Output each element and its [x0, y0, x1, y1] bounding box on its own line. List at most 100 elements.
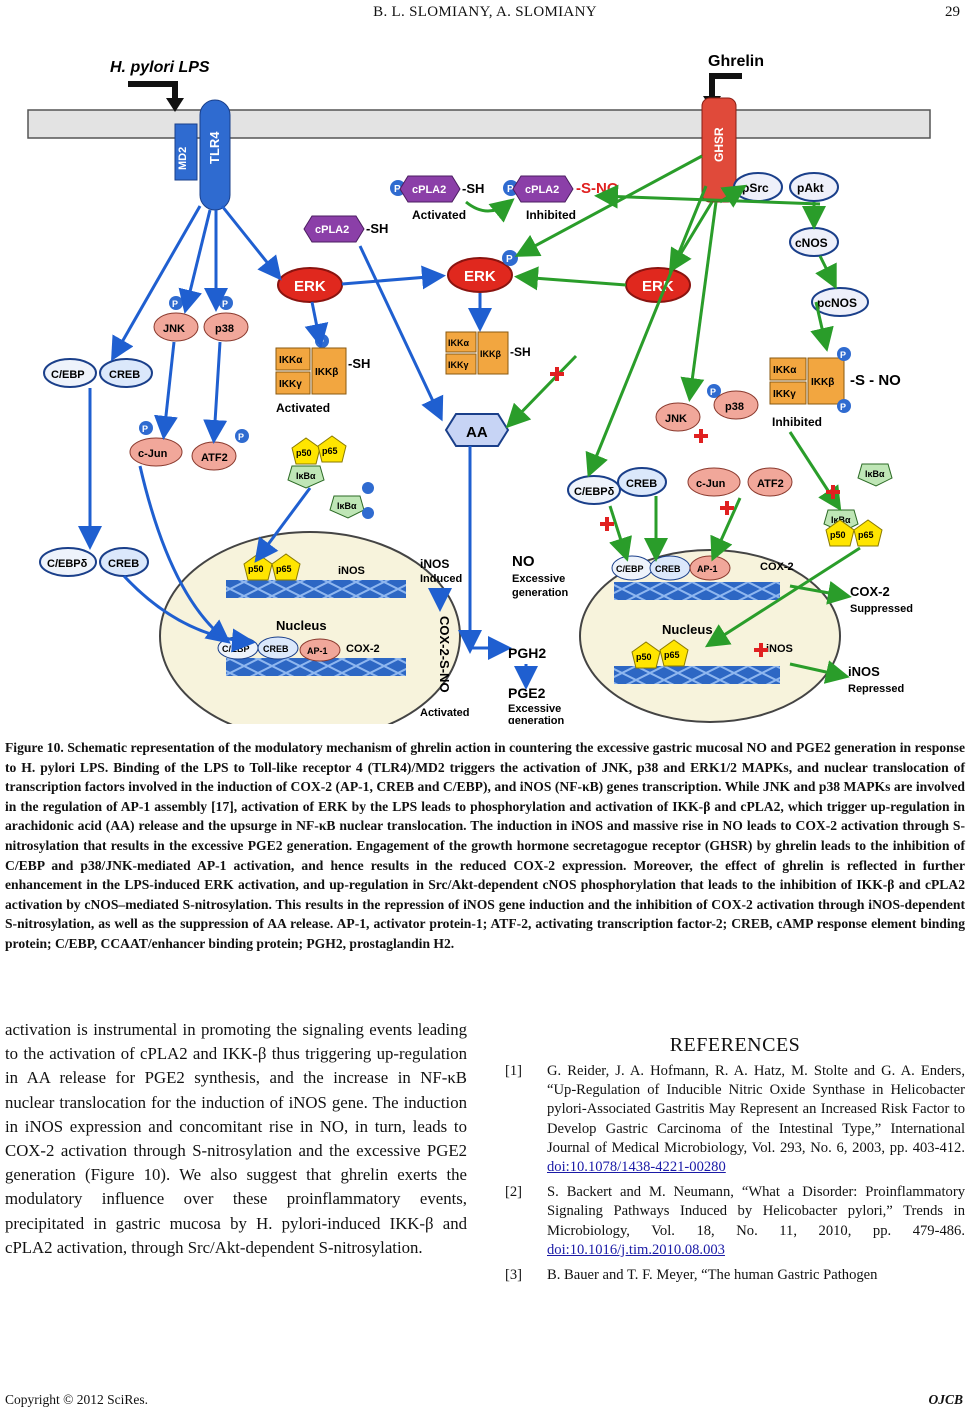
svg-text:cNOS: cNOS: [795, 236, 828, 250]
svg-text:JNK: JNK: [163, 323, 185, 335]
svg-text:COX-2: COX-2: [346, 643, 380, 655]
svg-text:C/EBPδ: C/EBPδ: [574, 486, 615, 498]
ikkb-left: [311, 347, 347, 395]
pcnos-node: [811, 287, 869, 317]
svg-text:Activated: Activated: [276, 401, 330, 415]
p65-right: [853, 519, 883, 547]
svg-text:pSrc: pSrc: [742, 181, 769, 195]
ghsr-label: GHSR: [712, 127, 726, 162]
svg-text:P: P: [840, 350, 846, 360]
cell-membrane: [27, 109, 931, 139]
svg-text:iNOS: iNOS: [766, 643, 793, 655]
ghrelin-arrow: [709, 73, 742, 102]
svg-text:p65: p65: [276, 564, 292, 574]
svg-text:cPLA2: cPLA2: [412, 184, 446, 196]
svg-text:IκBα: IκBα: [296, 471, 316, 481]
svg-text:Induced: Induced: [420, 573, 462, 585]
svg-text:c-Jun: c-Jun: [138, 448, 168, 460]
md2-receptor: [174, 123, 198, 181]
svg-text:IKKβ: IKKβ: [811, 377, 834, 388]
svg-text:p38: p38: [725, 401, 744, 413]
body-paragraph: activation is instrumental in promoting …: [5, 1020, 467, 1257]
figure-10-diagram: H. pylori LPS MD2 TLR4 Ghrelin GHSR P cP…: [20, 36, 950, 741]
s-no-label: -S-NO: [576, 180, 619, 197]
doi-link[interactable]: doi:10.1078/1438-4221-00280: [547, 1159, 726, 1176]
cebp-left: [43, 358, 97, 388]
svg-text:-SH: -SH: [366, 221, 388, 236]
svg-text:Activated: Activated: [420, 707, 470, 719]
references-list: [1] G. Reider, J. A. Hofmann, R. A. Hatz…: [505, 1062, 965, 1291]
svg-text:cPLA2: cPLA2: [525, 184, 559, 196]
journal-abbrev: OJCB: [928, 1392, 963, 1407]
ikka-center: [445, 331, 477, 353]
lps-arrow: [128, 81, 178, 104]
svg-text:ATF2: ATF2: [201, 452, 228, 464]
svg-text:c-Jun: c-Jun: [696, 478, 726, 490]
ikkg-right: [769, 381, 807, 405]
svg-text:IκBα: IκBα: [337, 501, 357, 511]
svg-text:IκBα: IκBα: [865, 469, 885, 479]
cjun-right: [687, 467, 741, 497]
ikba-left: [287, 465, 325, 489]
svg-text:pcNOS: pcNOS: [817, 296, 857, 310]
inhibition-marks: [550, 367, 840, 657]
p50-left: [291, 437, 321, 465]
svg-text:CREB: CREB: [263, 644, 289, 654]
tlr4-label: TLR4: [207, 131, 222, 164]
svg-text:IKKγ: IKKγ: [448, 360, 469, 370]
p50-right: [825, 519, 855, 547]
svg-text:p50: p50: [296, 448, 312, 458]
svg-text:CREB: CREB: [109, 369, 140, 381]
svg-text:P: P: [710, 387, 716, 397]
svg-text:ERK: ERK: [294, 278, 326, 295]
svg-text:COX-2: COX-2: [760, 561, 794, 573]
svg-text:pAkt: pAkt: [797, 181, 824, 195]
svg-text:IKKγ: IKKγ: [773, 389, 796, 400]
svg-text:Nucleus: Nucleus: [276, 618, 327, 633]
svg-text:Inhibited: Inhibited: [526, 208, 576, 222]
cebpd-left: [39, 547, 97, 577]
svg-text:Excessive: Excessive: [512, 573, 565, 585]
svg-text:CREB: CREB: [108, 558, 139, 570]
svg-text:generation: generation: [512, 587, 569, 599]
p38-left: [203, 312, 249, 342]
running-title: B. L. SLOMIANY, A. SLOMIANY: [373, 4, 597, 20]
doi-link[interactable]: doi:10.1016/j.tim.2010.08.003: [547, 1241, 725, 1258]
svg-text:Repressed: Repressed: [848, 683, 904, 695]
svg-text:p65: p65: [858, 530, 874, 540]
ikba-right-1: [857, 463, 893, 487]
svg-text:P: P: [394, 184, 401, 195]
caption-body: Binding of the LPS to Toll-like receptor…: [5, 759, 966, 951]
lps-label: H. pylori LPS: [110, 59, 210, 76]
ikka-left: [275, 347, 311, 371]
svg-text:COX-2: COX-2: [850, 584, 890, 599]
svg-text:cPLA2: cPLA2: [315, 224, 349, 236]
jnk-right: [655, 402, 701, 432]
md2-label: MD2: [177, 147, 189, 170]
ikba-free: [329, 495, 365, 519]
cpla2-inactive: [303, 215, 365, 243]
svg-text:p50: p50: [248, 564, 264, 574]
svg-text:-SH: -SH: [348, 356, 370, 371]
erk-activated: [447, 257, 513, 293]
copyright: Copyright © 2012 SciRes.: [5, 1392, 149, 1407]
svg-text:C/EBP: C/EBP: [616, 564, 644, 574]
cox2-sno-label: COX-2-S-NO: [437, 616, 452, 693]
ikkg-left: [275, 371, 311, 395]
svg-text:ATF2: ATF2: [757, 478, 784, 490]
svg-text:NO: NO: [512, 553, 535, 570]
cpla2-inhibited: [512, 175, 574, 203]
svg-text:JNK: JNK: [665, 413, 687, 425]
ikka-right: [769, 357, 807, 381]
creb-right: [617, 467, 667, 497]
svg-text:generation: generation: [508, 715, 565, 724]
p65-left: [317, 435, 347, 463]
svg-text:p38: p38: [215, 323, 234, 335]
erk-left: [277, 267, 343, 303]
svg-text:iNOS: iNOS: [420, 557, 449, 571]
svg-text:ERK: ERK: [464, 268, 496, 285]
svg-text:P: P: [172, 299, 178, 309]
ikkb-right: [807, 357, 845, 405]
svg-text:IKKα: IKKα: [773, 365, 797, 376]
reference-item: [2] S. Backert and M. Neumann, “What a D…: [505, 1184, 965, 1258]
